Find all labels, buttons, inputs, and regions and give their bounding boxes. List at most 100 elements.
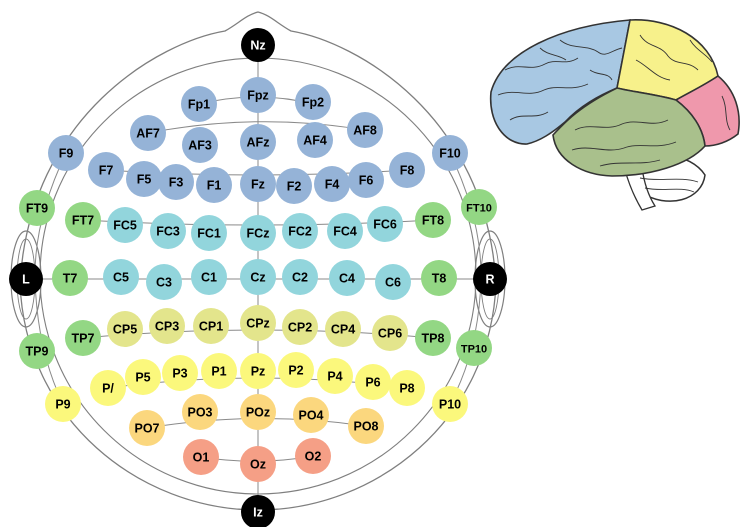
electrode-label-fc3: FC3 — [156, 225, 180, 239]
electrode-label-c4: C4 — [339, 272, 355, 286]
electrode-marker-cp1 — [193, 308, 229, 344]
electrode-af4: AF4 — [297, 122, 333, 158]
electrode-marker-p10 — [432, 386, 468, 422]
electrode-label-cp6: CP6 — [378, 327, 402, 341]
electrode-label-fpz: Fpz — [247, 89, 269, 103]
electrode-label-poz: POz — [246, 406, 270, 420]
electrode-label-po4: PO4 — [298, 409, 323, 423]
electrode-nz: Nz — [241, 28, 275, 62]
electrode-marker-o2 — [295, 438, 331, 474]
electrode-po3: PO3 — [182, 394, 218, 430]
electrode-marker-fc2 — [282, 213, 318, 249]
electrode-marker-t8 — [421, 260, 457, 296]
electrode-marker-cpz — [240, 305, 276, 341]
electrode-label-f6: F6 — [359, 174, 374, 188]
electrode-o1: O1 — [183, 439, 219, 475]
electrode-marker-f8 — [389, 152, 425, 188]
electrode-t8: T8 — [421, 260, 457, 296]
brain-frontal-lobe — [489, 19, 631, 145]
electrode-marker-cp6 — [372, 315, 408, 351]
electrode-label-p5: P5 — [135, 371, 150, 385]
electrode-label-af4: AF4 — [303, 134, 327, 148]
electrode-marker-tp8 — [415, 320, 451, 356]
electrode-label-c3: C3 — [156, 276, 172, 290]
electrode-tp7: TP7 — [65, 320, 101, 356]
electrode-marker-af7 — [130, 115, 166, 151]
electrode-cp5: CP5 — [107, 311, 143, 347]
electrode-marker-c2 — [282, 259, 318, 295]
electrode-marker-ft10 — [461, 189, 497, 225]
electrode-tp8: TP8 — [415, 320, 451, 356]
electrode-af8: AF8 — [347, 112, 383, 148]
electrode-marker-fz — [240, 166, 276, 202]
electrode-label-fp2: Fp2 — [302, 96, 324, 110]
electrode-marker-nz — [241, 28, 275, 62]
electrode-label-tp10: TP10 — [461, 344, 487, 356]
electrode-c5: C5 — [103, 259, 139, 295]
electrode-f3: F3 — [158, 164, 194, 200]
electrode-label-p6: P6 — [365, 376, 380, 390]
electrode-marker-ft9 — [19, 190, 55, 226]
electrode-cp4: CP4 — [325, 311, 361, 347]
electrode-marker-tp7 — [65, 320, 101, 356]
electrode-label-ft7: FT7 — [72, 214, 94, 228]
electrode-afz: AFz — [240, 124, 276, 160]
electrode-pz: Pz — [240, 353, 276, 389]
electrode-cp1: CP1 — [193, 308, 229, 344]
electrode-cp3: CP3 — [149, 308, 185, 344]
electrode-marker-cp5 — [107, 311, 143, 347]
electrode-marker-c6 — [375, 264, 411, 300]
electrode-label-t7: T7 — [63, 272, 78, 286]
electrode-label-fc4: FC4 — [333, 225, 357, 239]
electrode-label-fc2: FC2 — [288, 225, 312, 239]
electrode-iz: Iz — [241, 495, 275, 527]
electrode-label-t8: T8 — [432, 272, 447, 286]
electrode-marker-cz — [240, 259, 276, 295]
electrode-f7: F7 — [88, 152, 124, 188]
electrode-marker-p9 — [45, 386, 81, 422]
electrode-r: R — [473, 262, 507, 296]
electrode-marker-f6 — [348, 162, 384, 198]
electrode-f4: F4 — [314, 166, 350, 202]
electrode-label-po8: PO8 — [353, 420, 378, 434]
electrode-marker-pz — [240, 353, 276, 389]
electrode-marker-fc4 — [327, 213, 363, 249]
electrode-marker-f4 — [314, 166, 350, 202]
electrode-marker-c4 — [329, 260, 365, 296]
electrode-label-f8: F8 — [400, 164, 415, 178]
electrode-label-f5: F5 — [137, 173, 152, 187]
electrode-label-p4: P4 — [327, 370, 342, 384]
electrode-marker-iz — [241, 495, 275, 527]
electrode-marker-af4 — [297, 122, 333, 158]
electrode-l: L — [9, 262, 43, 296]
electrode-fc5: FC5 — [107, 207, 143, 243]
electrode-marker-l — [9, 262, 43, 296]
electrode-label-f10: F10 — [439, 147, 461, 161]
electrode-fz: Fz — [240, 166, 276, 202]
electrode-marker-fc3 — [150, 213, 186, 249]
electrode-marker-o1 — [183, 439, 219, 475]
electrode-marker-c1 — [191, 259, 227, 295]
electrode-label-r: R — [485, 273, 494, 287]
electrode-marker-fc5 — [107, 207, 143, 243]
electrode-label-fc1: FC1 — [197, 227, 221, 241]
electrode-label-af3: AF3 — [188, 139, 212, 153]
electrode-af3: AF3 — [182, 127, 218, 163]
electrode-cp6: CP6 — [372, 315, 408, 351]
electrode-marker-fpz — [240, 77, 276, 113]
electrode-fp1: Fp1 — [181, 86, 217, 122]
electrode-fc6: FC6 — [367, 206, 403, 242]
electrode-p8: P8 — [389, 370, 425, 406]
electrode-marker-f10 — [432, 135, 468, 171]
brain-gyri — [497, 34, 731, 193]
electrode-oz: Oz — [240, 446, 276, 482]
electrode-marker-cp3 — [149, 308, 185, 344]
electrode-label-fz: Fz — [251, 178, 265, 192]
electrode-ft7: FT7 — [65, 202, 101, 238]
electrode-label-cp2: CP2 — [288, 321, 312, 335]
electrode-label-ft9: FT9 — [26, 202, 48, 216]
electrode-label-oz: Oz — [250, 458, 266, 472]
electrode-label-f7: F7 — [99, 164, 114, 178]
electrode-label-tp8: TP8 — [422, 332, 445, 346]
electrode-f5: F5 — [126, 161, 162, 197]
